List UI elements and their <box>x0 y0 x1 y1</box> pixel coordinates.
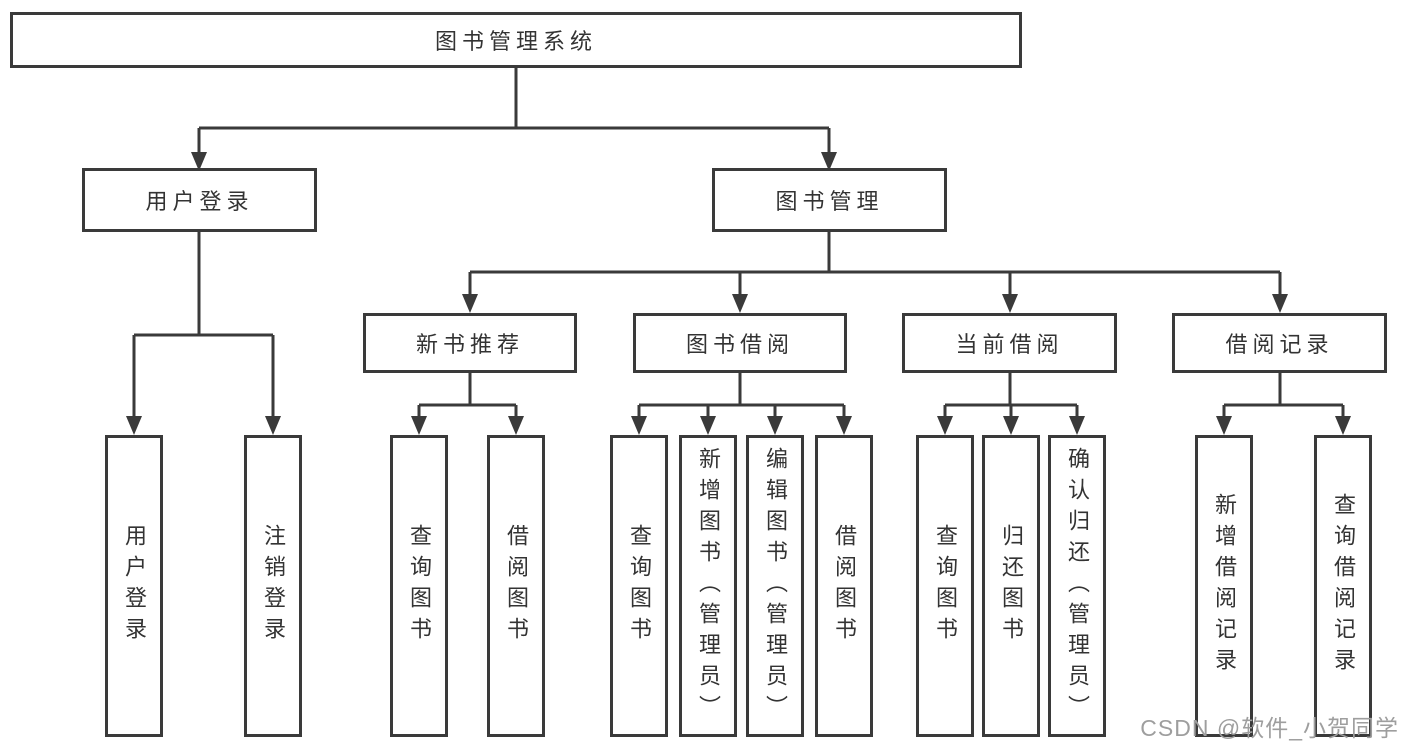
node-label: 图书管理系统 <box>434 29 597 54</box>
node-label: 新增图书（管理员） <box>696 446 721 726</box>
node-label: 确认归还（管理员） <box>1065 446 1090 726</box>
node-label: 新书推荐 <box>415 332 524 357</box>
node-logout-action: 注销登录 <box>244 435 302 737</box>
node-label: 用户登录 <box>122 524 147 648</box>
node-confirm-return-admin: 确认归还（管理员） <box>1048 435 1106 737</box>
node-query-books-borrow: 查询图书 <box>610 435 668 737</box>
node-new-book-recommendation: 新书推荐 <box>363 313 577 373</box>
node-book-management: 图书管理 <box>712 168 947 232</box>
node-label: 查询借阅记录 <box>1331 493 1356 679</box>
connector-path <box>132 68 1345 417</box>
node-borrow-books-recommend: 借阅图书 <box>487 435 545 737</box>
node-label: 新增借阅记录 <box>1212 493 1237 679</box>
node-query-books-recommend: 查询图书 <box>390 435 448 737</box>
node-user-login: 用户登录 <box>82 168 317 232</box>
node-label: 注销登录 <box>261 524 286 648</box>
node-borrowing-records: 借阅记录 <box>1172 313 1387 373</box>
node-query-borrow-record: 查询借阅记录 <box>1314 435 1372 737</box>
node-user-login-action: 用户登录 <box>105 435 163 737</box>
node-add-book-admin: 新增图书（管理员） <box>679 435 737 737</box>
node-label: 图书管理 <box>775 189 884 214</box>
node-label: 查询图书 <box>407 524 432 648</box>
node-borrow-book: 借阅图书 <box>815 435 873 737</box>
node-book-borrowing: 图书借阅 <box>633 313 847 373</box>
node-return-book: 归还图书 <box>982 435 1040 737</box>
node-label: 借阅图书 <box>504 524 529 648</box>
node-edit-book-admin: 编辑图书（管理员） <box>746 435 804 737</box>
node-current-borrowing: 当前借阅 <box>902 313 1117 373</box>
node-label: 归还图书 <box>999 524 1024 648</box>
node-label: 用户登录 <box>145 189 254 214</box>
node-add-borrow-record: 新增借阅记录 <box>1195 435 1253 737</box>
node-query-books-current: 查询图书 <box>916 435 974 737</box>
node-label: 当前借阅 <box>955 332 1064 357</box>
node-label: 图书借阅 <box>685 332 794 357</box>
node-library-management-system: 图书管理系统 <box>10 12 1022 68</box>
node-label: 查询图书 <box>933 524 958 648</box>
node-label: 借阅图书 <box>832 524 857 648</box>
node-label: 查询图书 <box>627 524 652 648</box>
node-label: 借阅记录 <box>1225 332 1334 357</box>
node-label: 编辑图书（管理员） <box>763 446 788 726</box>
